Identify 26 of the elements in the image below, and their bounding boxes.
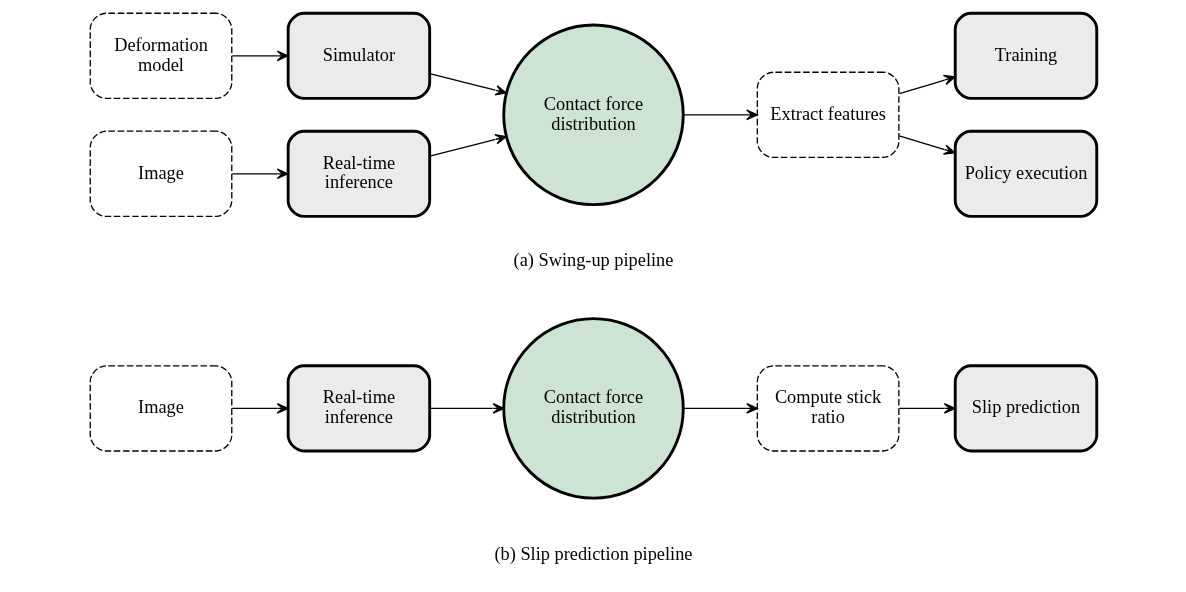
node-circle: Contact force distribution [501, 23, 685, 207]
arrow [231, 403, 288, 414]
label: (b) Slip prediction pipeline [493, 544, 693, 565]
arrow [898, 135, 956, 155]
node-box: Real-time inference [286, 364, 431, 453]
node-box: Policy execution [953, 129, 1098, 218]
arrow [428, 403, 504, 414]
node-box: Simulator [286, 11, 431, 100]
node-box: Image [89, 365, 232, 452]
arrow [231, 50, 288, 62]
arrow [898, 403, 956, 414]
node-box: Real-time inference [286, 129, 431, 218]
label: (a) Swing-up pipeline [513, 250, 673, 271]
arrow [428, 134, 507, 157]
arrow [898, 74, 956, 95]
node-box: Training [953, 11, 1098, 100]
node-circle: Contact force distribution [501, 317, 685, 500]
arrow [682, 403, 758, 414]
arrow [682, 109, 758, 121]
arrow [428, 72, 507, 96]
arrow [231, 168, 288, 180]
node-box: Extract features [756, 71, 899, 159]
node-box: Image [89, 130, 232, 218]
node-box: Compute stick ratio [756, 365, 899, 452]
node-box: Slip prediction [953, 364, 1098, 453]
node-box: Deformation model [89, 12, 232, 100]
